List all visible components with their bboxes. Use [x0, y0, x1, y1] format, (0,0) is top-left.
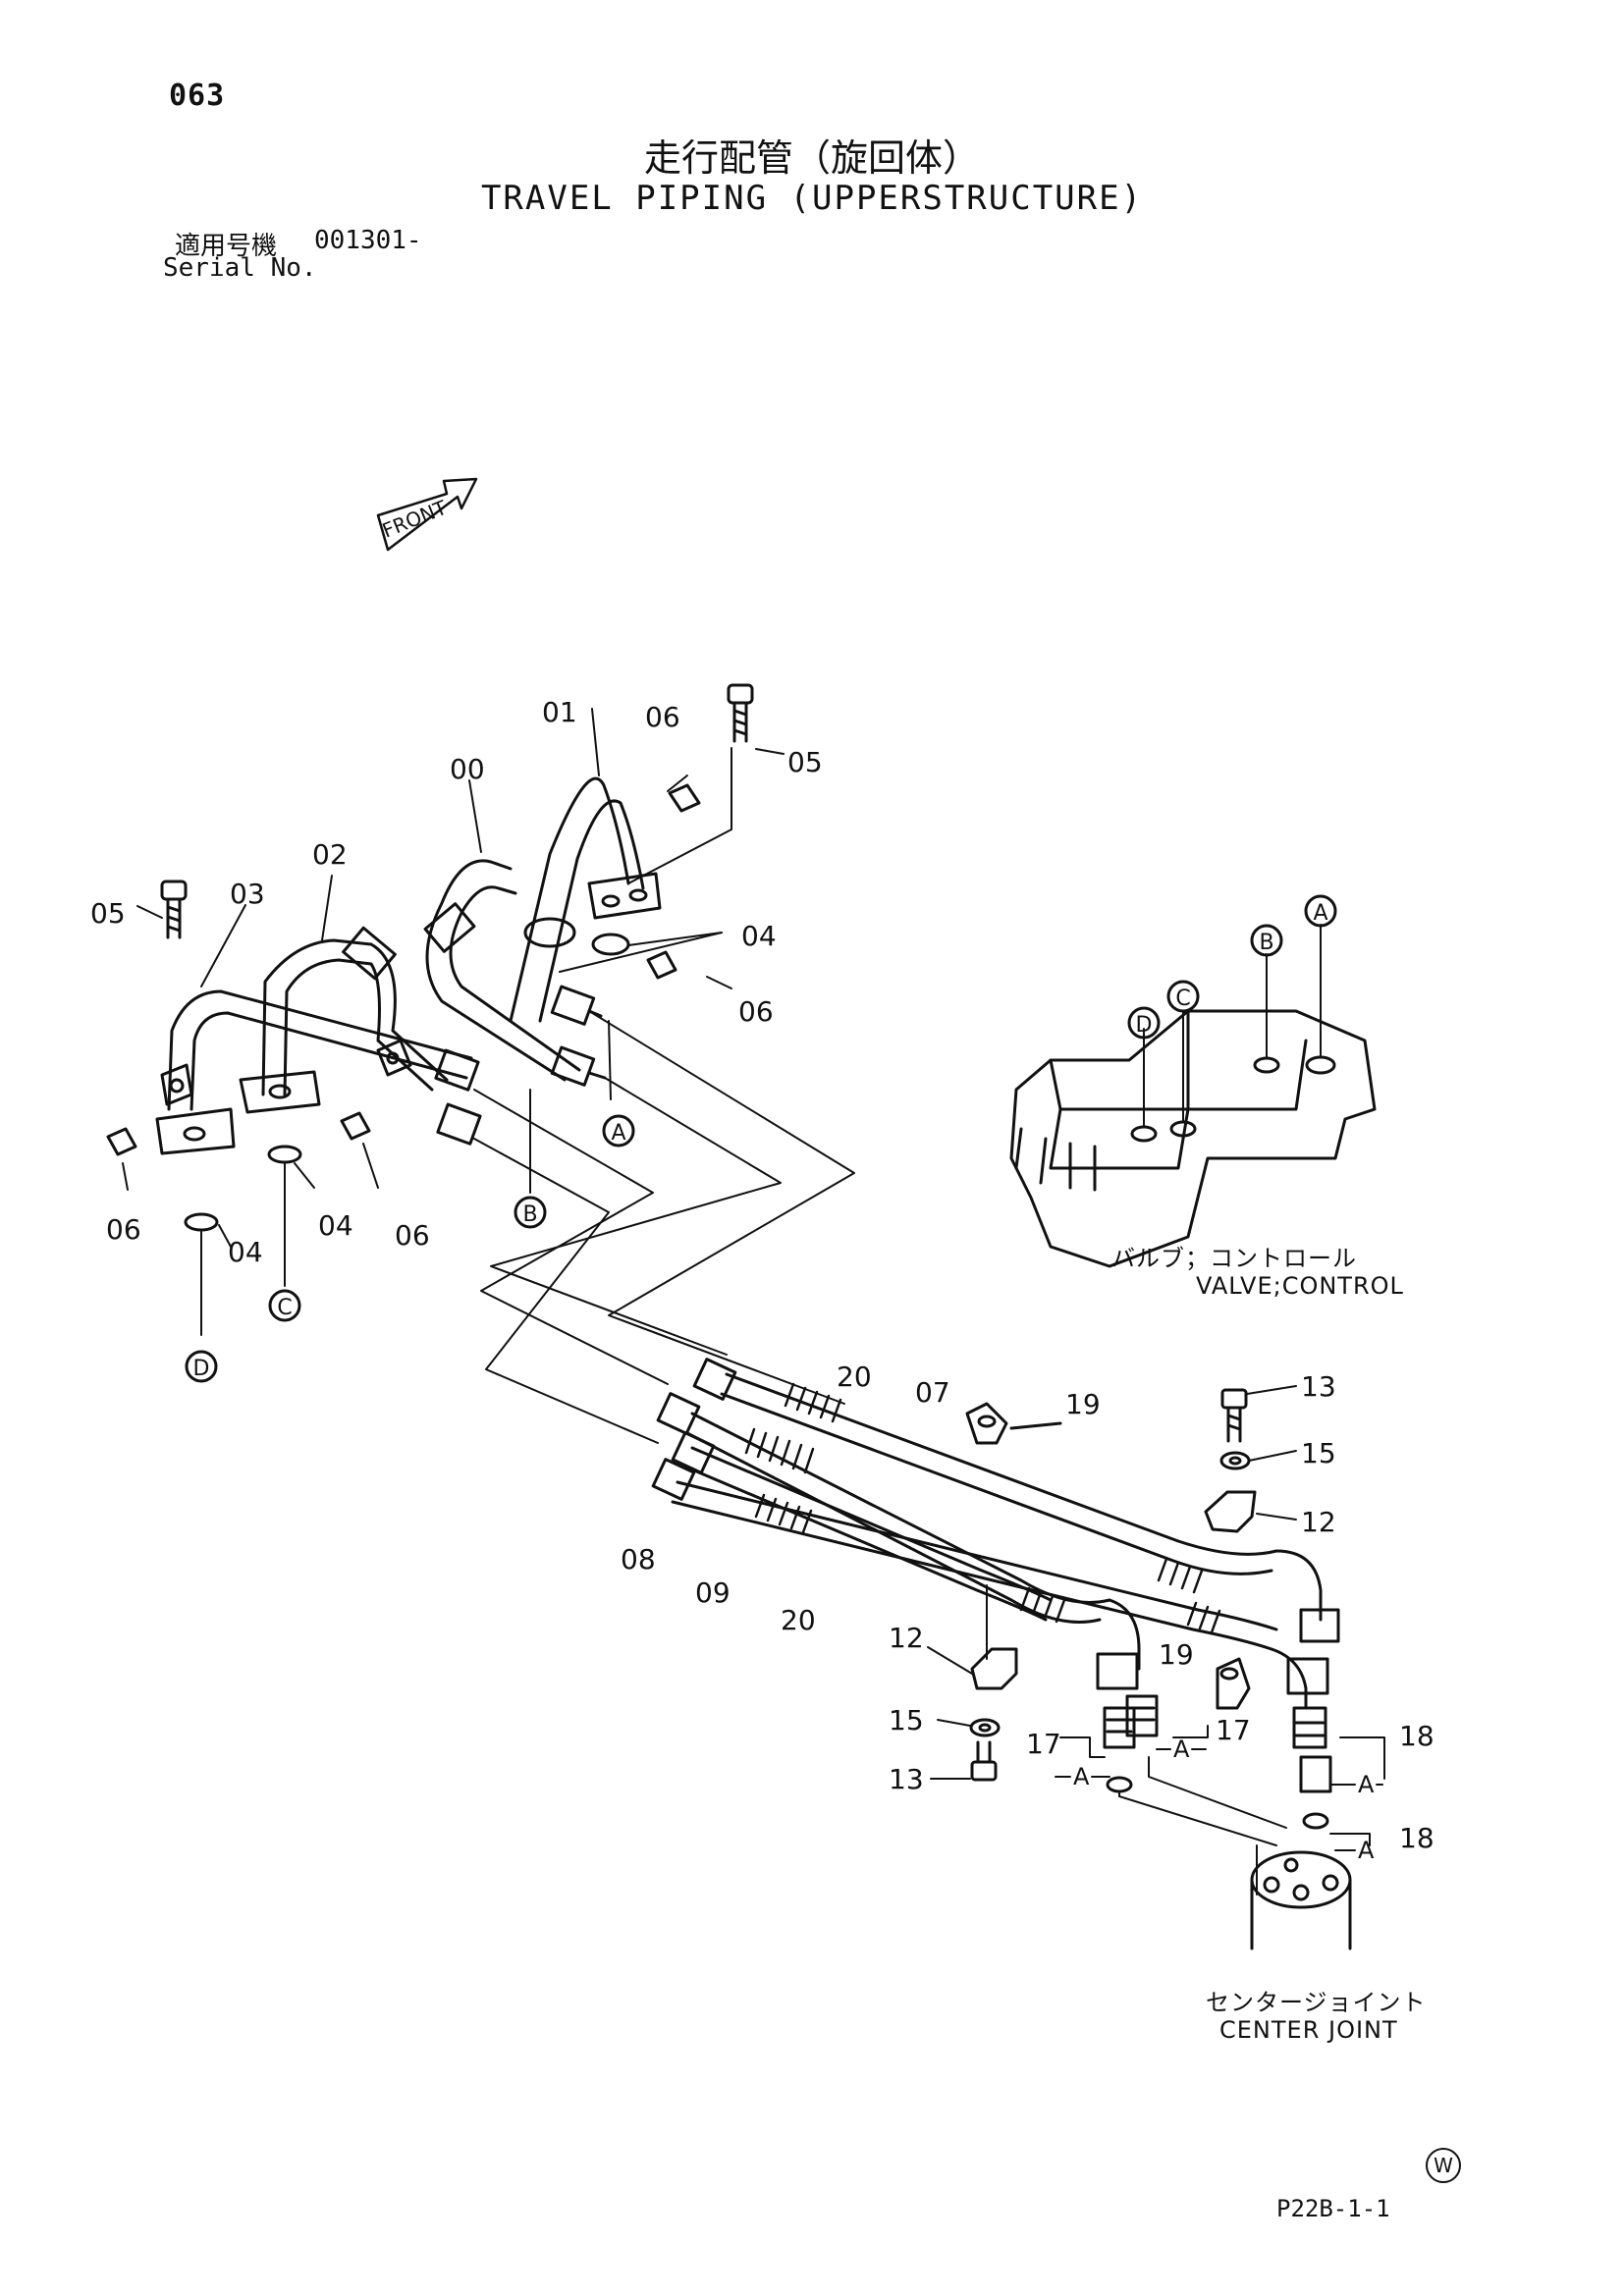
- part-label-17-left: 17: [1026, 1728, 1061, 1760]
- plug-06-set: [106, 783, 701, 1156]
- part-label-01: 01: [542, 696, 577, 728]
- part-label-18-lower: 18: [1399, 1822, 1435, 1854]
- joint-caption-english: CENTER JOINT: [1219, 2016, 1398, 2044]
- center-joint: [1106, 1756, 1352, 1950]
- washer-15-upper: [1219, 1450, 1297, 1470]
- part-label-04-mid: 04: [318, 1209, 353, 1242]
- part-label-06: 06: [645, 701, 680, 733]
- part-label-19: 19: [1065, 1388, 1101, 1420]
- port-markers: A B C D A B C D: [185, 894, 1337, 1383]
- part-label-05: 05: [787, 746, 823, 778]
- bolt-13-lower: [930, 1740, 998, 1782]
- part-label-20-lower: 20: [781, 1604, 816, 1636]
- part-label-09: 09: [695, 1576, 731, 1609]
- connection-labels: A A A A: [1073, 1735, 1375, 1864]
- valve-caption-japanese: バルブ；コントロール: [1111, 1245, 1357, 1272]
- part-label-15-lower: 15: [889, 1704, 924, 1736]
- pipe-end-fittings: [434, 985, 607, 1146]
- part-label-12: 12: [1301, 1506, 1336, 1538]
- part-label-13: 13: [1301, 1370, 1336, 1403]
- adapter-17-set: [1059, 1694, 1209, 1758]
- serial-label-english: Serial No.: [163, 253, 317, 283]
- valve-port-c: C: [1175, 987, 1190, 1011]
- routing-lines: [473, 1010, 855, 1444]
- part-label-07: 07: [915, 1376, 950, 1409]
- conn-label-a3: A: [1358, 1771, 1375, 1798]
- part-label-19-lower: 19: [1159, 1638, 1194, 1671]
- joint-caption-japanese: センタージョイント: [1206, 1989, 1427, 2016]
- part-label-06-left: 06: [106, 1213, 141, 1246]
- part-label-04: 04: [741, 920, 777, 952]
- adapter-18-set: [1292, 1706, 1385, 1846]
- pipe-00: [423, 859, 581, 1082]
- part-label-13-lower: 13: [889, 1763, 924, 1795]
- valve-port-a: A: [1313, 901, 1327, 926]
- valve-caption-english: VALVE;CONTROL: [1196, 1272, 1404, 1300]
- part-label-05-left: 05: [90, 897, 126, 930]
- port-marker-b: B: [522, 1202, 537, 1227]
- port-marker-a: A: [611, 1121, 625, 1146]
- leader-lines: [122, 708, 785, 1336]
- footer-mark: W: [1426, 2148, 1461, 2183]
- valve-port-d: D: [1136, 1013, 1153, 1038]
- conn-label-a4: A: [1358, 1837, 1375, 1864]
- clamp-12-upper: [1204, 1490, 1297, 1533]
- part-label-18: 18: [1399, 1720, 1435, 1752]
- front-label: FRONT: [379, 495, 451, 542]
- part-label-20: 20: [837, 1361, 872, 1393]
- valve-port-b: B: [1259, 931, 1273, 955]
- connection-leaders: [1055, 1748, 1383, 1851]
- bolt-05-left: [160, 880, 188, 939]
- page-title-english: TRAVEL PIPING (UPPERSTRUCTURE): [480, 179, 1144, 218]
- clamp-19-lower: [1216, 1657, 1251, 1710]
- part-label-00: 00: [450, 753, 485, 785]
- conn-label-a2: A: [1173, 1735, 1190, 1763]
- pipe-01: [509, 776, 662, 1023]
- control-valve: [1009, 924, 1377, 1268]
- bolt-05-upper: [727, 683, 754, 743]
- part-label-15: 15: [1301, 1437, 1336, 1469]
- part-label-12-lower: 12: [889, 1622, 924, 1654]
- serial-label-japanese: 適用号機: [175, 232, 278, 261]
- part-label-02: 02: [312, 838, 348, 871]
- part-label-17-right: 17: [1216, 1714, 1251, 1746]
- part-label-08: 08: [621, 1543, 656, 1575]
- pipe-03: [155, 989, 473, 1155]
- footer-page-code: P22B-1-1: [1276, 2195, 1390, 2222]
- conn-label-a1: A: [1073, 1763, 1090, 1790]
- washer-15-lower: [937, 1718, 1001, 1737]
- part-number-labels: 01 06 05 00 02 03 05 04 06 06 04 04 06 2…: [90, 696, 1435, 1854]
- serial-number-value: 001301-: [314, 226, 422, 255]
- part-label-06-lower: 06: [395, 1219, 430, 1252]
- port-marker-d: D: [193, 1357, 210, 1381]
- clamp-19-upper: [965, 1402, 1062, 1445]
- page-number: 063: [169, 79, 226, 113]
- clamp-12-lower: [927, 1584, 1018, 1690]
- pipe-02: [239, 926, 449, 1114]
- part-label-06-mid: 06: [738, 995, 774, 1028]
- part-label-04-lower: 04: [228, 1236, 263, 1268]
- bolt-13-upper: [1220, 1385, 1297, 1443]
- port-marker-c: C: [277, 1296, 292, 1320]
- hose-bundle: [651, 1358, 1340, 1710]
- part-label-03: 03: [230, 878, 265, 910]
- elbow-fitting: [376, 1039, 412, 1077]
- front-direction-arrow: FRONT: [376, 477, 478, 552]
- page-title-japanese: 走行配管（旋回体）: [643, 136, 980, 180]
